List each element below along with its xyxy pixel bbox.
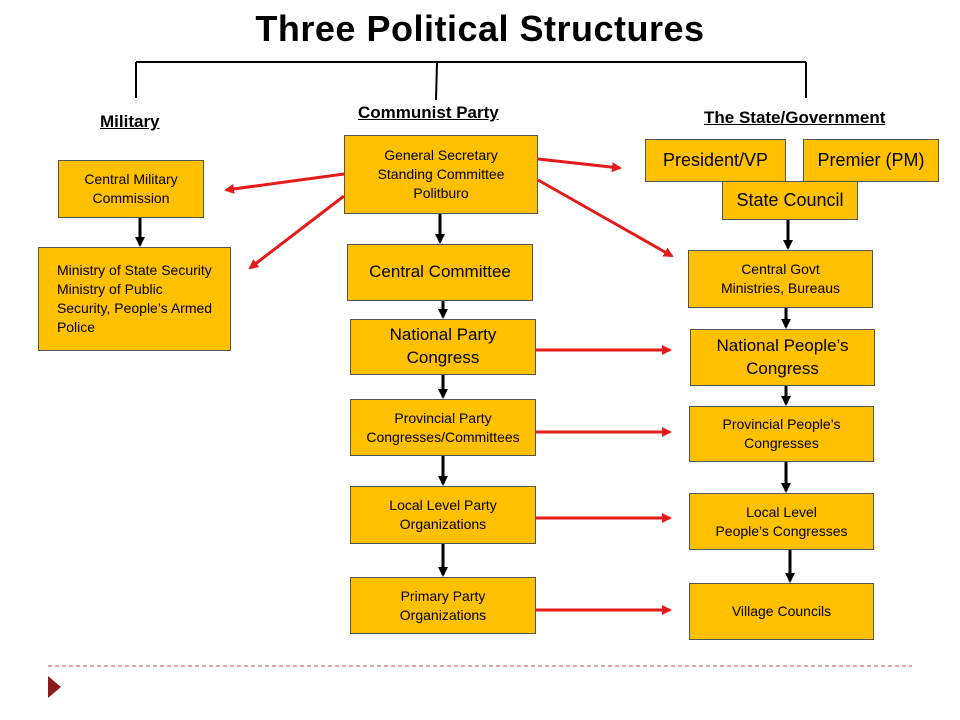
hierarchy-arrows	[135, 214, 795, 583]
box-central-committee: Central Committee	[347, 244, 533, 301]
box-national-peoples-congress: National People’s Congress	[690, 329, 875, 386]
box-central-govt-ministries: Central Govt Ministries, Bureaus	[688, 250, 873, 308]
box-central-military-commission: Central Military Commission	[58, 160, 204, 218]
box-state-security: Ministry of State Security Ministry of P…	[38, 247, 231, 351]
header-communist-party: Communist Party	[358, 103, 499, 122]
box-provincial-party: Provincial Party Congresses/Committees	[350, 399, 536, 456]
arrow-party-to-security	[248, 194, 345, 270]
box-president-vp: President/VP	[645, 139, 786, 182]
box-national-party-congress: National Party Congress	[350, 319, 536, 375]
diagram-title: Three Political Structures	[255, 8, 705, 49]
box-village-councils: Village Councils	[689, 583, 874, 640]
box-state-council: State Council	[722, 181, 858, 220]
box-local-party: Local Level Party Organizations	[350, 486, 536, 544]
box-provincial-peoples-congresses: Provincial People’s Congresses	[689, 406, 874, 462]
box-general-secretary: General Secretary Standing Committee Pol…	[344, 135, 538, 214]
header-state-government: The State/Government	[704, 108, 886, 127]
title-bracket	[135, 61, 807, 101]
box-premier: Premier (PM)	[803, 139, 939, 182]
arrow-party-to-president	[537, 157, 622, 173]
slide-bullet-icon	[48, 676, 61, 698]
box-local-peoples-congresses: Local Level People’s Congresses	[689, 493, 874, 550]
arrow-party-to-cmc	[224, 172, 345, 194]
influence-arrows	[224, 157, 674, 615]
header-military: Military	[100, 112, 160, 131]
box-primary-party: Primary Party Organizations	[350, 577, 536, 634]
arrow-party-to-ministries	[537, 178, 674, 258]
